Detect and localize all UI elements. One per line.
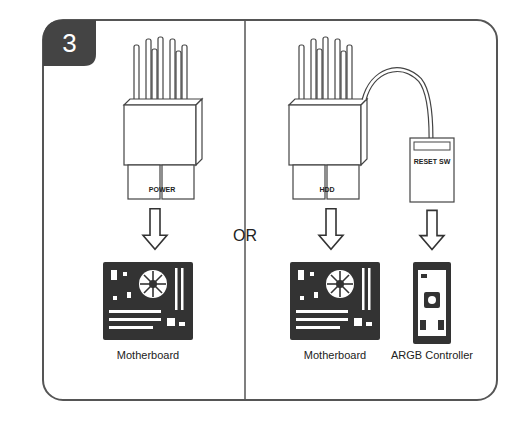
motherboard: Motherboard (95, 258, 201, 364)
connector-drawing (289, 37, 367, 199)
caption: ARGB Controller (385, 349, 479, 362)
reset-plug: RESET SW (409, 138, 455, 202)
connector-plug: HDD (280, 35, 374, 200)
down-arrow (319, 209, 343, 250)
divider (244, 21, 246, 399)
motherboard: Motherboard (282, 258, 388, 364)
caption: Motherboard (95, 349, 201, 362)
argb-controller: ARGB Controller (385, 258, 479, 364)
connector-drawing (124, 37, 202, 199)
motherboard-drawing (103, 262, 193, 340)
cable (364, 70, 431, 138)
motherboard-drawing (290, 262, 380, 340)
connector-label: POWER (115, 186, 209, 194)
or-label: OR (222, 226, 268, 246)
frame (43, 20, 497, 400)
step-number: 3 (43, 20, 96, 66)
argb-drawing (413, 262, 451, 344)
down-arrow (420, 210, 444, 249)
caption: Motherboard (282, 349, 388, 362)
connector-plug: POWER (115, 35, 209, 200)
cable (364, 70, 431, 138)
connector-label: HDD (280, 186, 374, 194)
plug-drawing (410, 138, 454, 202)
step-tab (43, 20, 96, 66)
plug-drawing (414, 142, 450, 150)
down-arrow (143, 209, 167, 250)
connector-label: RESET SW (411, 158, 453, 166)
